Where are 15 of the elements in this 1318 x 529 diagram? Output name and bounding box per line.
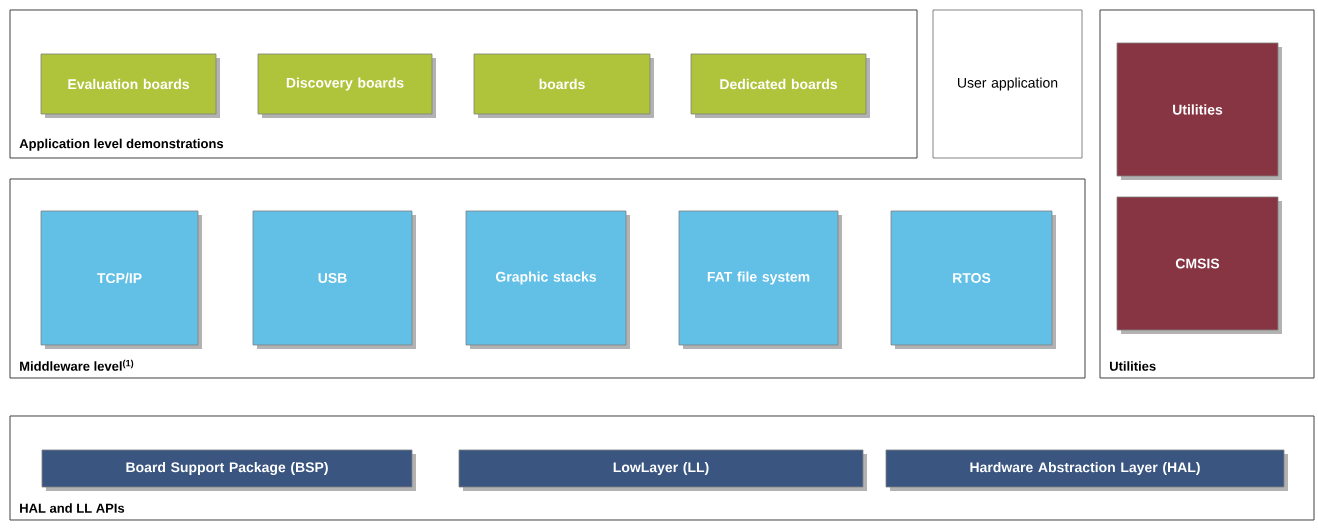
utility-box: CMSIS [1116,196,1282,334]
board-box: Dedicated boards [690,53,870,118]
middleware-box: RTOS [890,210,1056,349]
application-box: User application [932,9,1083,159]
middleware-box: Graphic stacks [465,210,630,349]
api-bar: Hardware Abstraction Layer (HAL) [885,449,1288,491]
middleware-box: FAT file system [678,210,842,349]
board-box: Discovery boards [257,53,436,118]
middleware-box: USB [252,210,416,349]
board-box: Evaluation boards [40,53,220,118]
api-bar: Board Support Package (BSP) [41,449,416,491]
board-box: boards [473,53,654,118]
utility-box: Utilities [1116,42,1282,180]
middleware-box: TCP/IP [40,210,202,349]
api-bar: LowLayer (LL) [458,449,867,491]
